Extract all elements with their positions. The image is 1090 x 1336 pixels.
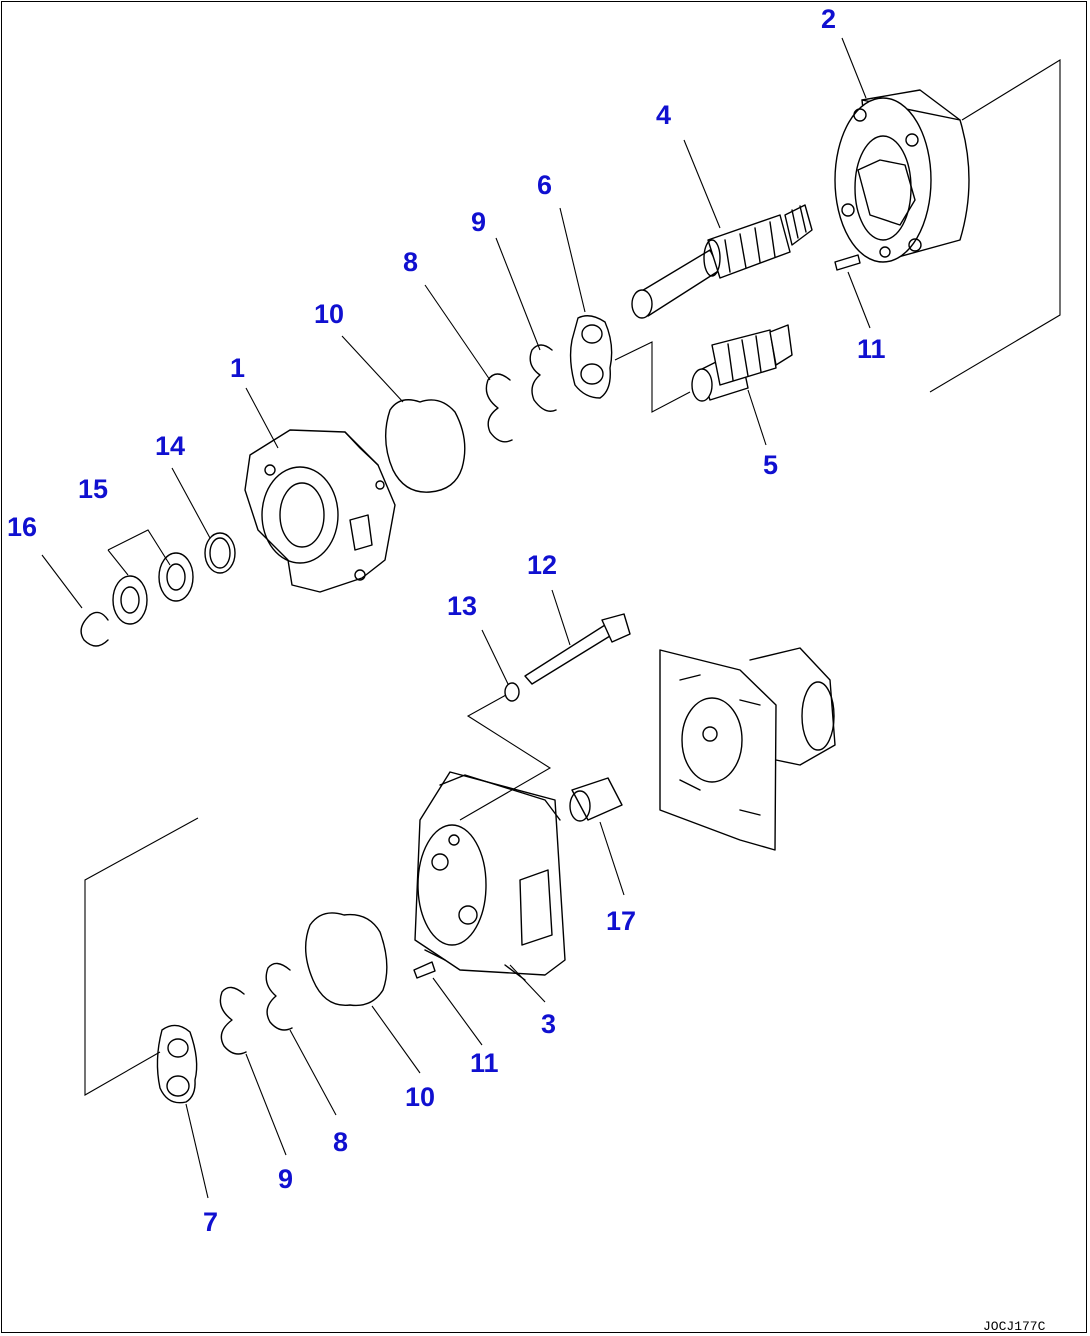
callout-9b: 9 [278,1164,293,1194]
part-10-gasket-upper [385,399,466,493]
callout-17: 17 [606,906,636,936]
callout-6: 6 [537,170,552,200]
drawing-number: JOCJ177C [983,1319,1046,1334]
part-6-bushing-plate [569,315,613,399]
callout-16: 16 [7,512,37,542]
part-12-bolt [524,613,631,685]
pump-mounting-body [659,647,836,851]
callout-7: 7 [203,1207,218,1237]
callout-3: 3 [541,1009,556,1039]
part-8-seal-upper [485,373,513,443]
callout-1: 1 [230,353,245,383]
part-8-seal-lower [265,962,293,1031]
part-11-dowel-pin-lower [413,961,436,979]
callout-14: 14 [155,431,185,461]
part-10-gasket-lower [305,912,388,1007]
part-9-seal-lower [219,986,247,1055]
part-5-driven-gear [691,324,793,402]
callout-8: 8 [403,247,418,277]
part-17-bushing [569,777,623,822]
callout-10: 10 [314,299,344,329]
callout-labels: 2 4 6 9 8 10 1 11 5 14 15 16 12 13 17 3 … [7,4,886,1237]
part-3-gear-case-lower [414,771,566,981]
part-9-seal-upper [529,344,557,412]
part-1-front-cover [244,429,396,593]
callout-11: 11 [857,334,886,364]
callout-13: 13 [447,591,477,621]
part-11-dowel-pin-upper [834,254,861,271]
part-14-snap-ring [204,532,236,574]
part-15-oil-seals [112,552,194,625]
callout-11b: 11 [470,1048,499,1078]
callout-5: 5 [763,450,778,480]
part-13-washer [504,682,520,702]
part-2-gear-case [834,89,970,263]
callout-9: 9 [471,207,486,237]
callout-15: 15 [78,474,108,504]
callout-10b: 10 [405,1082,435,1112]
callout-4: 4 [656,100,671,130]
callout-12: 12 [527,550,557,580]
part-4-drive-shaft [631,204,813,319]
leader-lines [41,37,871,1199]
part-16-snap-ring [80,611,109,647]
assembly-bracket-lines [84,59,1061,1096]
callout-2: 2 [821,4,836,34]
part-7-bushing-plate [156,1024,198,1104]
callout-8b: 8 [333,1127,348,1157]
